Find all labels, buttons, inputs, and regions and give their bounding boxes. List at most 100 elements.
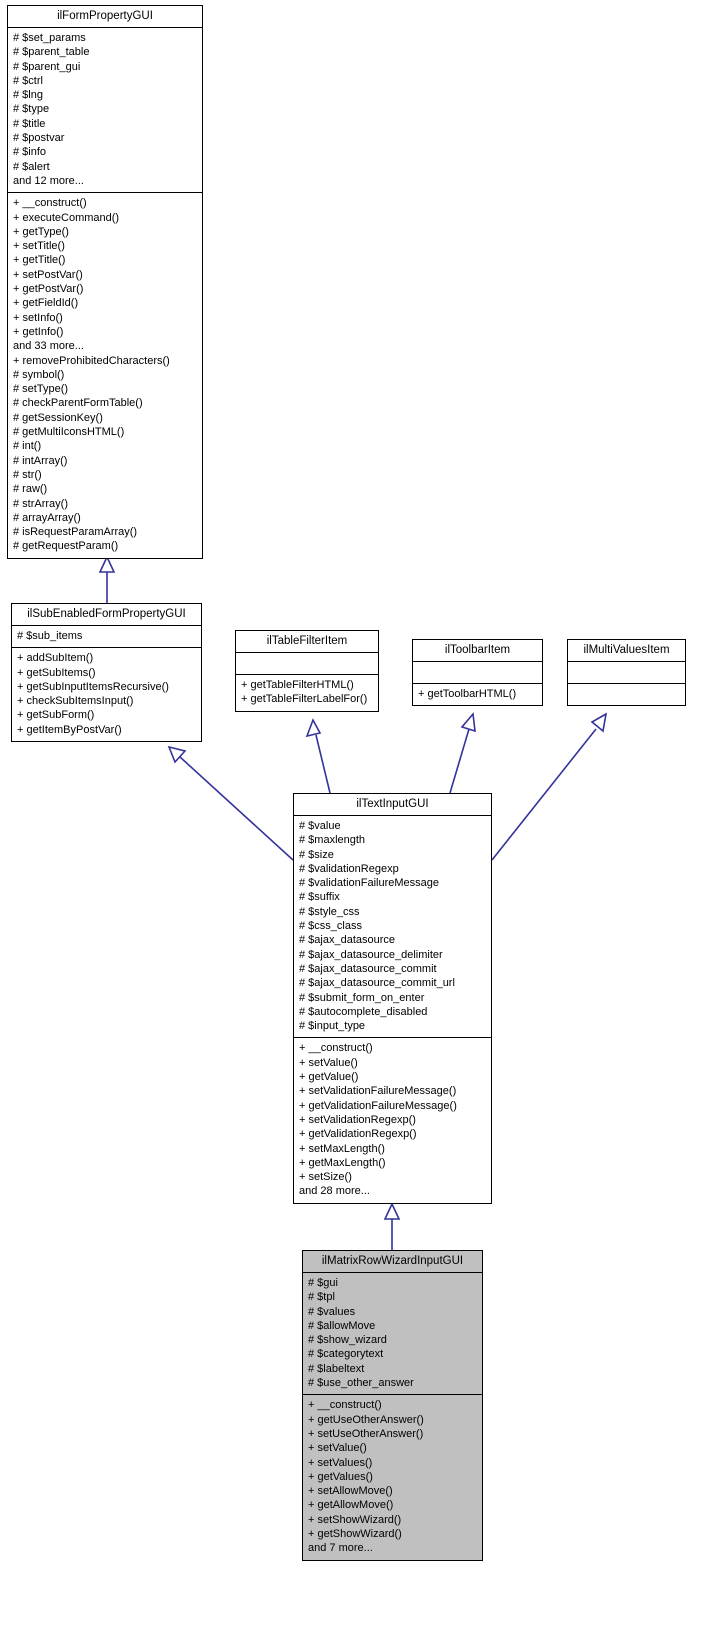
class-box-iltoolbaritem[interactable]: ilToolbarItem + getToolbarHTML() — [412, 639, 543, 707]
class-member-line: # setType() — [13, 383, 69, 396]
class-member-line: # getSessionKey() — [13, 411, 103, 424]
class-title-iltoolbaritem: ilToolbarItem — [413, 640, 542, 662]
class-attributes-ilformpropertygui: # $set_params # $parent_table# $parent_gu… — [8, 28, 202, 194]
class-member-line: + getType() — [13, 225, 69, 238]
edge-ilmatrixrowwizard-to-iltextinput — [383, 1202, 401, 1250]
class-title-ilmatrixrowwizardinputgui: ilMatrixRowWizardInputGUI — [303, 1251, 482, 1273]
class-member-line: # $submit_form_on_enter — [299, 991, 425, 1004]
class-member-line: + getUseOtherAnswer() — [308, 1413, 424, 1426]
class-attributes-ilmultivaluesitem — [568, 662, 685, 684]
class-member-line: # $show_wizard — [308, 1334, 387, 1347]
class-member-line: # checkParentFormTable() — [13, 397, 143, 410]
class-member-line: # $ajax_datasource_commit — [299, 962, 437, 975]
class-member-line: # $use_other_answer — [308, 1377, 414, 1390]
class-member-line: + getValue() — [299, 1071, 359, 1084]
class-title-iltextinputgui: ilTextInputGUI — [294, 794, 491, 816]
class-member-line: + removeProhibitedCharacters() — [13, 354, 170, 367]
class-member-line: + getSubItems() — [17, 666, 96, 679]
class-member-line: + executeCommand() — [13, 211, 120, 224]
class-title-ilsubenabledformpropertygui: ilSubEnabledFormPropertyGUI — [12, 604, 201, 626]
class-member-line: and 7 more... — [308, 1542, 373, 1555]
class-box-ilmultivaluesitem[interactable]: ilMultiValuesItem — [567, 639, 686, 706]
class-member-line: + setValue() — [308, 1442, 367, 1455]
class-member-line: + getValidationFailureMessage() — [299, 1099, 457, 1112]
class-member-line: + setValue() — [299, 1056, 358, 1069]
class-member-line: + __construct() — [308, 1399, 382, 1412]
class-member-line: # $suffix — [299, 891, 340, 904]
class-attributes-iltablefilteritem — [236, 653, 378, 675]
class-member-line: + getAllowMove() — [308, 1499, 394, 1512]
class-operations-ilmatrixrowwizardinputgui: + __construct()+ getUseOtherAnswer()+ se… — [303, 1395, 482, 1559]
class-member-line: + setPostVar() — [13, 268, 83, 281]
class-operations-ilmultivaluesitem — [568, 684, 685, 705]
class-member-line: # symbol() — [13, 368, 65, 381]
class-member-line: # $set_params — [13, 32, 86, 44]
class-member-line: # $allowMove — [308, 1319, 376, 1332]
class-title-ilmultivaluesitem: ilMultiValuesItem — [568, 640, 685, 662]
class-member-line: # $parent_table — [13, 46, 90, 59]
edge-iltextinput-to-ilsubenabled — [167, 745, 294, 861]
class-member-line: # intArray() — [13, 454, 68, 467]
class-member-line: + getToolbarHTML() — [418, 688, 517, 700]
class-member-line: # $validationRegexp — [299, 862, 399, 875]
class-member-line: # $size — [299, 848, 334, 861]
class-member-line: + setUseOtherAnswer() — [308, 1427, 424, 1440]
class-member-line: # raw() — [13, 483, 48, 496]
class-member-line: # $style_css — [299, 905, 360, 918]
class-member-line: + getValues() — [308, 1470, 373, 1483]
class-member-line: # $values — [308, 1305, 356, 1318]
class-box-ilmatrixrowwizardinputgui[interactable]: ilMatrixRowWizardInputGUI # $gui# $tpl# … — [302, 1250, 483, 1561]
class-member-line: + getPostVar() — [13, 283, 84, 296]
class-member-line: + setSize() — [299, 1171, 352, 1184]
class-box-ilformpropertygui[interactable]: ilFormPropertyGUI # $set_params# $parent… — [7, 5, 203, 559]
class-title-iltablefilteritem: ilTableFilterItem — [236, 631, 378, 653]
class-member-line: and 12 more... — [13, 174, 84, 187]
class-member-line: # $gui — [308, 1277, 338, 1289]
class-member-line: + getMaxLength() — [299, 1156, 386, 1169]
class-member-line: # $css_class — [299, 920, 362, 933]
class-member-line: # $parent_gui — [13, 60, 81, 73]
class-member-line: + setAllowMove() — [308, 1485, 393, 1498]
class-member-line: + __construct() — [13, 197, 87, 210]
class-member-line: + addSubItem() — [17, 652, 94, 665]
class-member-line: + getTableFilterHTML() — [241, 679, 354, 691]
class-box-iltablefilteritem[interactable]: ilTableFilterItem + getTableFilterHTML()… — [235, 630, 379, 712]
class-member-line: + getItemByPostVar() — [17, 723, 122, 736]
class-member-line: + getFieldId() — [13, 297, 79, 310]
class-attributes-iltoolbaritem — [413, 662, 542, 684]
class-member-line: # $input_type — [299, 1020, 366, 1033]
class-member-line: # $info — [13, 146, 47, 159]
class-member-line: + checkSubItemsInput() — [17, 695, 134, 708]
class-member-line: # $categorytext — [308, 1348, 384, 1361]
class-member-line: + setValidationRegexp() — [299, 1113, 416, 1126]
class-member-line: # $autocomplete_disabled — [299, 1005, 428, 1018]
class-member-line: # isRequestParamArray() — [13, 526, 138, 539]
edge-ilsubenabled-to-ilformproperty — [98, 555, 116, 603]
class-attributes-ilsubenabledformpropertygui: # $sub_items — [12, 626, 201, 649]
class-box-ilsubenabledformpropertygui[interactable]: ilSubEnabledFormPropertyGUI # $sub_items… — [11, 603, 202, 743]
class-member-line: + setValues() — [308, 1456, 373, 1469]
class-member-line: # $sub_items — [17, 630, 83, 642]
class-member-line: # arrayArray() — [13, 511, 81, 524]
class-operations-ilsubenabledformpropertygui: + addSubItem()+ getSubItems()+ getSubInp… — [12, 648, 201, 741]
class-member-line: # getMultiIconsHTML() — [13, 426, 125, 439]
class-member-line: + setShowWizard() — [308, 1513, 402, 1526]
class-member-line: # $tpl — [308, 1291, 335, 1304]
class-member-line: + setMaxLength() — [299, 1142, 385, 1155]
class-member-line: + __construct() — [299, 1042, 373, 1055]
class-box-iltextinputgui[interactable]: ilTextInputGUI # $value# $maxlength# $si… — [293, 793, 492, 1204]
class-operations-iltextinputgui: + __construct()+ setValue() + getValue() +… — [294, 1038, 491, 1202]
class-member-line: and 33 more... — [13, 340, 84, 353]
class-member-line: # $labeltext — [308, 1362, 365, 1375]
class-member-line: # $lng — [13, 89, 43, 102]
class-member-line: # $ctrl — [13, 74, 43, 87]
class-member-line: + getInfo() — [13, 325, 64, 338]
edge-iltextinput-to-iltablefilteritem — [305, 718, 331, 794]
class-member-line: # $type — [13, 103, 50, 116]
class-member-line: + getValidationRegexp() — [299, 1128, 417, 1141]
class-member-line: # int() — [13, 440, 42, 453]
class-member-line: + getSubForm() — [17, 709, 95, 722]
class-member-line: + setTitle() — [13, 240, 65, 253]
class-operations-iltablefilteritem: + getTableFilterHTML()+ getTableFilterLa… — [236, 675, 378, 711]
